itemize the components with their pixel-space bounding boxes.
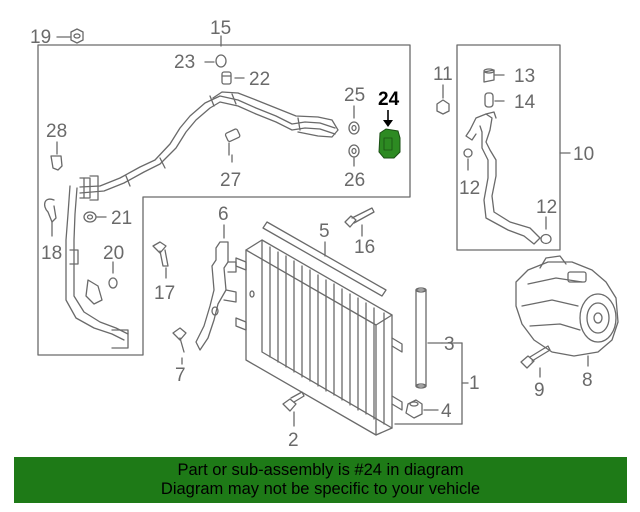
part-2-bolt (282, 391, 305, 427)
callout-24: 24 (378, 89, 400, 110)
callout-2: 2 (288, 430, 299, 451)
line-group-frame (456, 44, 561, 251)
part-15-hose-assembly (79, 91, 339, 201)
part-17-bolt (152, 241, 169, 279)
part-23-cap (204, 54, 227, 68)
notice-line-disclaimer: Diagram may not be specific to your vehi… (160, 480, 481, 498)
notice-banner: Part or sub-assembly is #24 in diagram D… (14, 457, 627, 503)
part-11-nut (436, 84, 450, 115)
callout-22: 22 (249, 69, 270, 90)
part-19-nut (56, 28, 84, 44)
callout-1: 1 (469, 373, 480, 394)
callout-10: 10 (573, 144, 594, 165)
callout-28: 28 (46, 121, 67, 142)
callout-12a: 12 (459, 178, 480, 199)
callout-3: 3 (444, 334, 455, 355)
callout-25: 25 (344, 85, 365, 106)
part-27-sensor (224, 128, 241, 163)
callout-16: 16 (354, 237, 375, 258)
part-3-drier (415, 287, 443, 389)
part-28-sensor (50, 141, 63, 171)
callout-15: 15 (210, 18, 231, 39)
part-1-condenser (235, 239, 403, 436)
part-4-plug (405, 399, 439, 419)
part-8-compressor (515, 255, 619, 367)
callout-6: 6 (218, 204, 229, 225)
part-14-valve (484, 92, 505, 108)
callout-bracket-1 (394, 342, 469, 425)
callout-14: 14 (514, 92, 536, 113)
callout-9: 9 (534, 380, 545, 401)
callout-27: 27 (220, 170, 241, 191)
part-25-o-ring (348, 105, 360, 135)
part-7-bolt (172, 327, 187, 365)
part-9-bolt (520, 345, 551, 378)
part-16-bolt (344, 207, 375, 237)
part-12-o-ring-a (463, 148, 473, 171)
part-18-hose (43, 185, 129, 349)
part-22-valve (221, 71, 245, 85)
part-10-line-assembly (465, 111, 541, 245)
callout-11: 11 (433, 64, 453, 85)
callout-17: 17 (154, 283, 175, 304)
part-20-o-ring (108, 261, 118, 289)
callout-19: 19 (30, 27, 51, 48)
part-6-bracket (195, 224, 237, 351)
callout-4: 4 (441, 401, 452, 422)
part-24-highlighted (378, 110, 401, 159)
part-21-o-ring (83, 211, 107, 223)
callout-labels: 19 15 23 22 28 25 24 26 27 21 18 20 11 1… (30, 18, 594, 451)
part-26-o-ring (348, 144, 360, 167)
callout-20: 20 (103, 243, 124, 264)
callout-13: 13 (514, 66, 535, 87)
hose-group-frame (37, 44, 411, 356)
part-13-cap (483, 68, 505, 83)
part-5-seal-strip (262, 221, 387, 297)
callout-26: 26 (344, 170, 365, 191)
callout-18: 18 (41, 243, 62, 264)
callout-12b: 12 (536, 197, 557, 218)
callout-23: 23 (174, 52, 195, 73)
part-12-o-ring-b (540, 216, 552, 245)
callout-21: 21 (111, 208, 132, 229)
callout-5: 5 (319, 221, 330, 242)
callout-8: 8 (582, 370, 593, 391)
callout-7: 7 (175, 365, 186, 386)
notice-line-part: Part or sub-assembly is #24 in diagram (177, 461, 464, 479)
